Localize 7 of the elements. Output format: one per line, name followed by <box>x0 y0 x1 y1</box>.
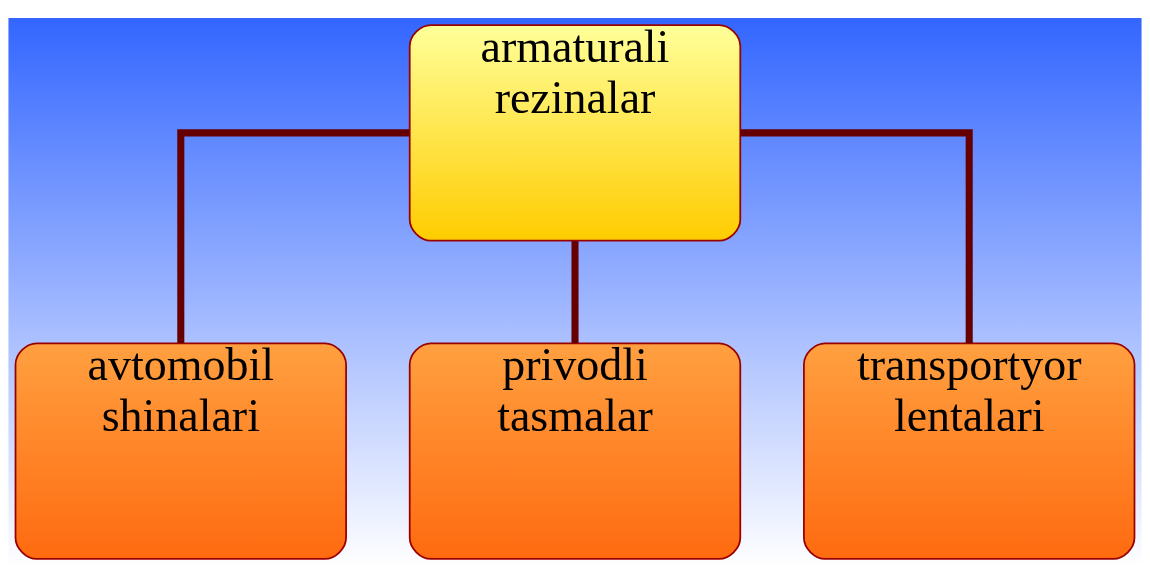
node-box: armaturali rezinalar <box>408 23 742 242</box>
node-box: avtomobil shinalari <box>14 341 347 560</box>
node-box: privodli tasmalar <box>408 341 742 560</box>
connector <box>177 128 410 343</box>
connector <box>740 128 973 343</box>
node-box: transportyor lentalari <box>803 341 1136 560</box>
connector <box>571 240 579 343</box>
